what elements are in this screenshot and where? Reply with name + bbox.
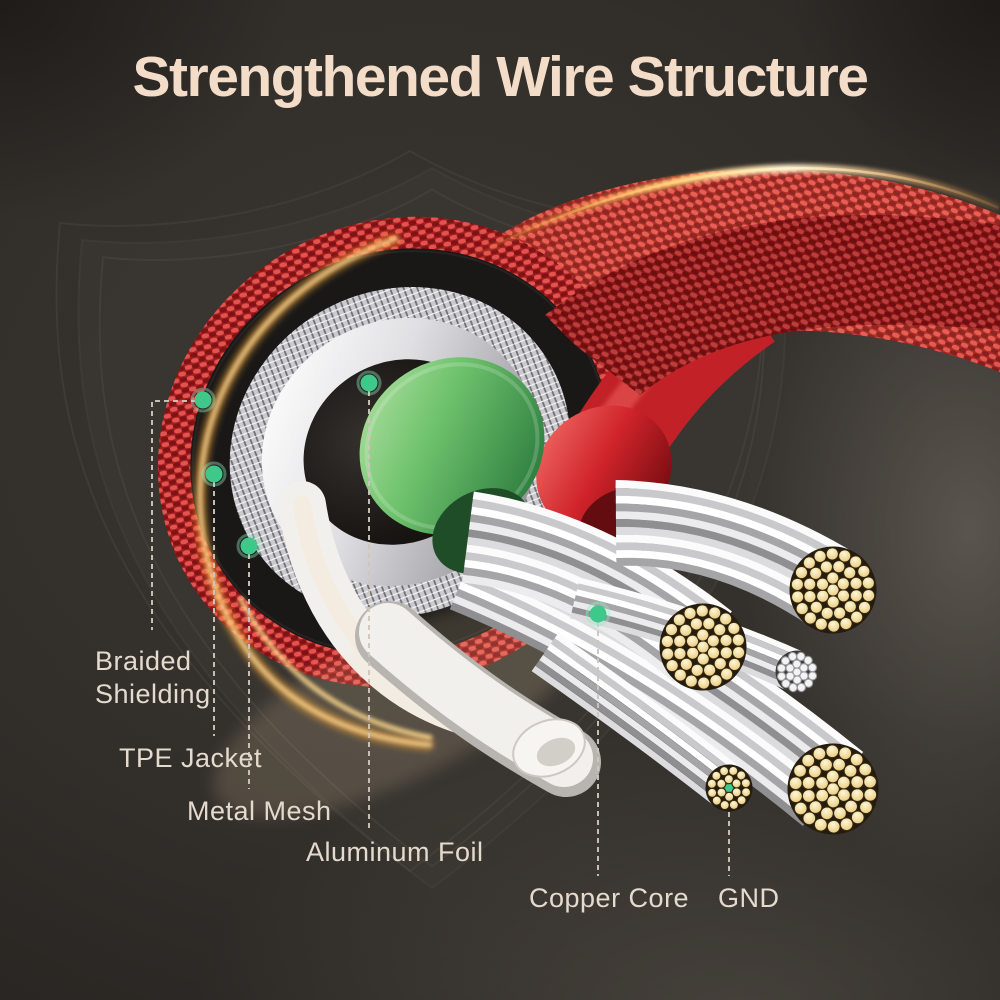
tinned-strand-bundle	[775, 650, 819, 694]
copper-core-bundle-3	[787, 743, 879, 835]
copper-bundles	[659, 546, 879, 835]
marker-dot-copper-core	[585, 601, 611, 627]
label-gnd: GND	[718, 883, 780, 913]
label-copper-core: Copper Core	[529, 883, 690, 913]
label-metal-mesh: Metal Mesh	[187, 796, 332, 826]
copper-core-bundle-2	[789, 546, 877, 634]
page-title: Strengthened Wire Structure	[132, 45, 869, 109]
label-tpe-jacket: TPE Jacket	[119, 743, 263, 773]
label-line: Shielding	[95, 679, 211, 709]
glow-highlight	[195, 164, 1000, 750]
marker-dot-braided-shielding	[190, 387, 216, 413]
label-line: Braided	[95, 646, 192, 676]
gnd-bundle	[705, 764, 753, 812]
white-insulated-wire	[355, 601, 601, 797]
layer-marker-dots	[190, 370, 611, 627]
label-aluminum-foil: Aluminum Foil	[306, 837, 484, 867]
leader-lines	[151, 391, 730, 876]
light-glow-blob	[213, 595, 587, 817]
marker-dot-tpe-jacket	[201, 461, 227, 487]
marker-dot-aluminum-foil	[356, 370, 382, 396]
marker-dot-metal-mesh	[236, 533, 262, 559]
copper-core-bundle-1	[659, 603, 747, 691]
strand-rope-gnd	[531, 632, 744, 807]
braid-fan	[545, 215, 1000, 395]
label-braided-shielding: Braided Shielding	[95, 645, 211, 711]
